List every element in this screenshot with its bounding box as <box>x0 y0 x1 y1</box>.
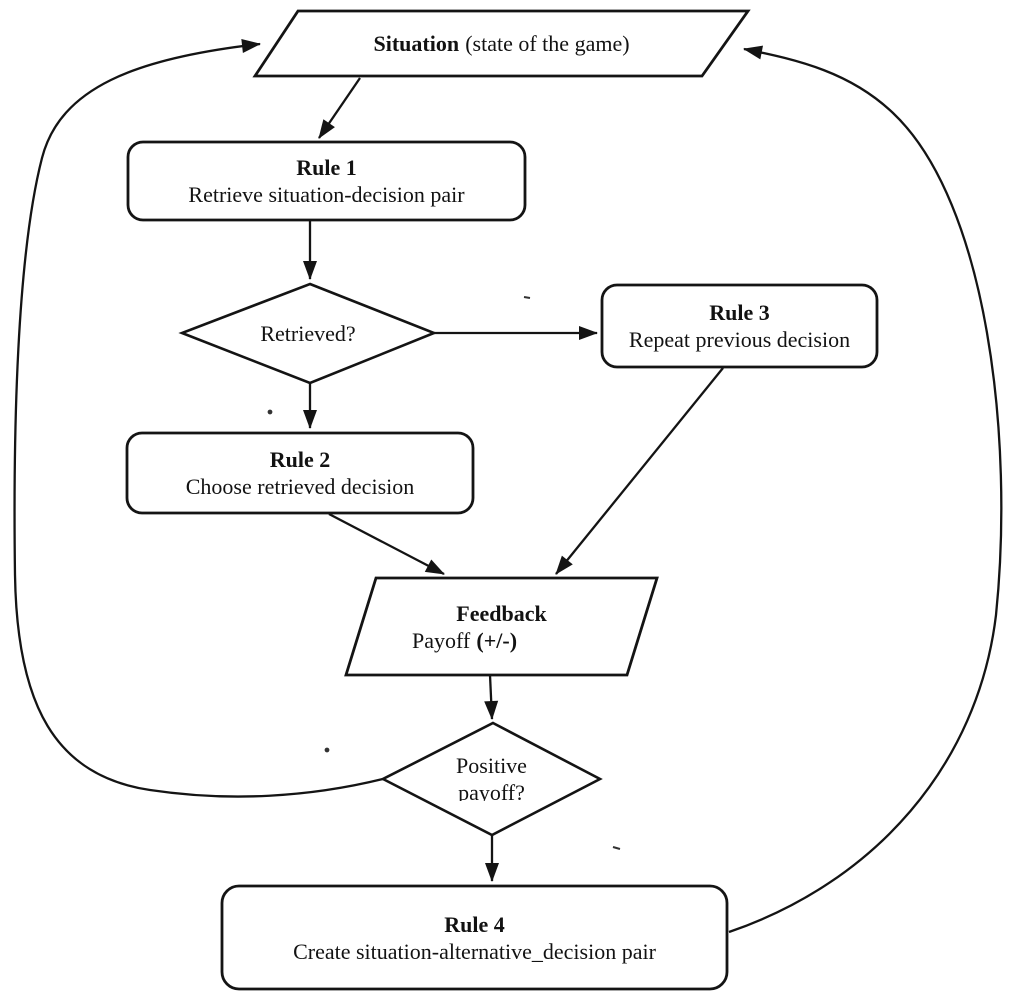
feedback-title: Feedback <box>456 600 547 626</box>
edge-rule2-to-feedback <box>328 512 445 576</box>
rule4-description: Create situation-alternative_decision pa… <box>293 938 656 964</box>
scan-speck <box>324 747 330 753</box>
rule3-title: Rule 3 <box>709 300 770 325</box>
positive-payoff-decision-label: Positive payoff? <box>383 752 600 801</box>
edge-rule3-to-feedback <box>555 367 724 575</box>
rule1-shape <box>126 140 527 222</box>
situation-subtitle: (state of the game) <box>465 31 630 56</box>
feedback-shape <box>344 576 659 677</box>
situation-shape <box>252 9 751 78</box>
edge-rule4-to-situation-loop <box>728 45 1003 934</box>
scan-speck <box>523 296 531 299</box>
rule4-shape <box>220 884 729 991</box>
positive-payoff-line2: payoff? <box>458 780 525 801</box>
rule2-title: Rule 2 <box>269 447 331 472</box>
rule3-node-label: Rule 3 Repeat previous decision <box>602 285 877 367</box>
edge-feedback-to-positive-payoff <box>484 674 499 720</box>
retrieved-question: Retrieved? <box>260 321 356 346</box>
rule4-node-label: Rule 4 Create situation-alternative_deci… <box>222 886 727 989</box>
feedback-payoff-label: Payoff <box>411 627 471 653</box>
rule1-title: Rule 1 <box>296 155 357 180</box>
retrieved-decision-label: Retrieved? <box>182 284 434 383</box>
rule3-description: Repeat previous decision <box>628 327 851 352</box>
rule2-node-label: Rule 2 Choose retrieved decision <box>127 433 473 513</box>
scan-speck <box>267 409 273 415</box>
scan-speck <box>612 846 621 850</box>
positive-payoff-line1: Positive <box>456 753 527 778</box>
edge-positive-payoff-to-situation-loop <box>13 39 384 798</box>
rule4-title: Rule 4 <box>444 911 505 937</box>
edge-situation-to-rule1 <box>318 77 361 139</box>
rule2-description: Choose retrieved decision <box>185 474 415 499</box>
situation-title: Situation <box>373 31 460 56</box>
feedback-payoff-sign: (+/-) <box>476 627 518 653</box>
rule2-shape <box>125 431 475 515</box>
rule1-node-label: Rule 1 Retrieve situation-decision pair <box>128 142 525 220</box>
feedback-node-label: Feedback Payoff (+/-) <box>346 578 657 675</box>
rule1-description: Retrieve situation-decision pair <box>188 182 465 207</box>
rule3-shape <box>600 283 879 369</box>
situation-node-label: Situation (state of the game) <box>255 11 748 76</box>
